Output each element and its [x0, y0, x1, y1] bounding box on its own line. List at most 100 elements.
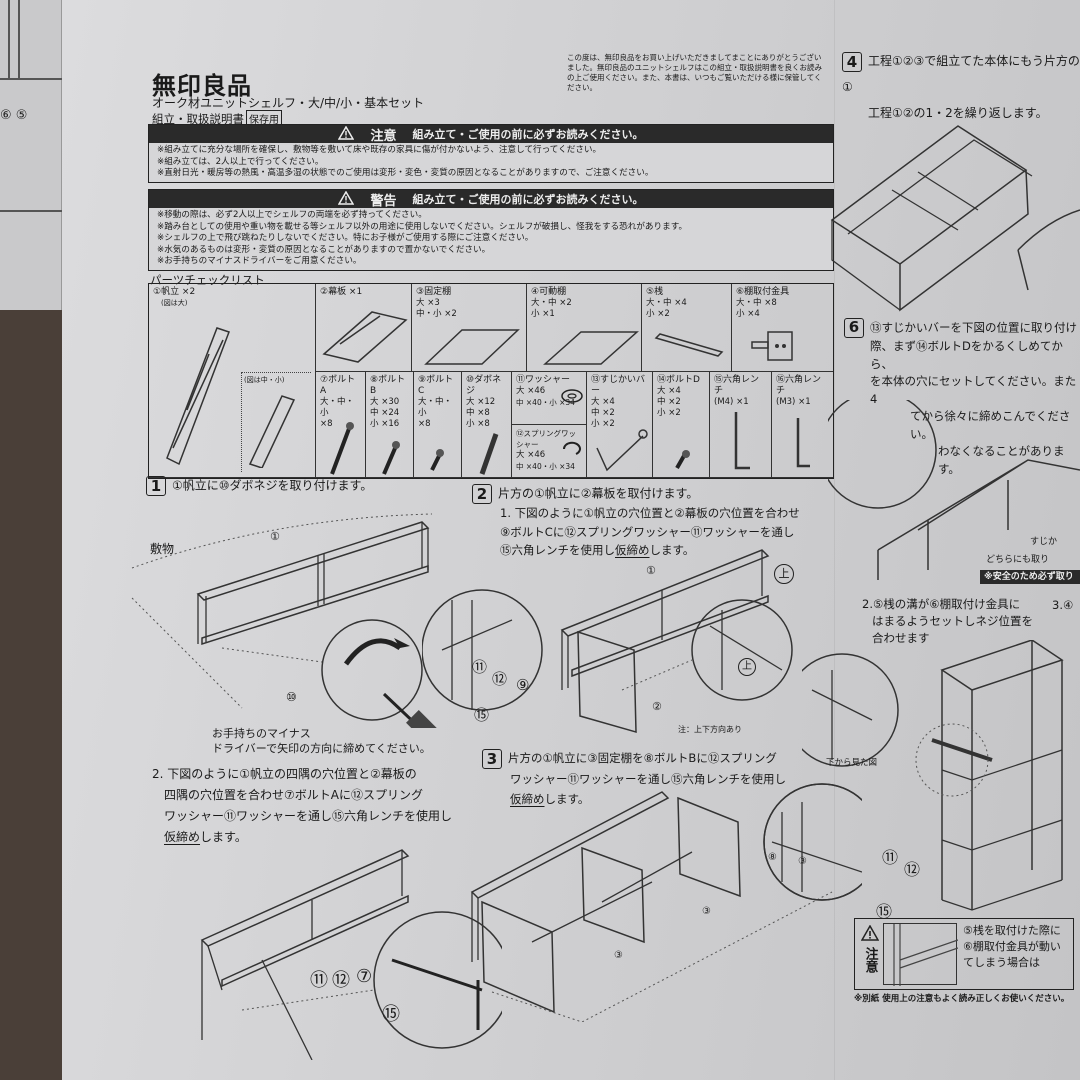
step-1-sub-2-drawing — [200, 849, 502, 1060]
part-panel: ②幕板 ×1 — [316, 284, 412, 372]
driver-note: お手持ちのマイナス ドライバーで矢印の方向に締めてください。 — [212, 726, 431, 756]
part-callouts: ⑥ ⑤ — [0, 108, 27, 123]
step-line: を本体の穴にセットしてください。また4 — [870, 374, 1077, 406]
brand-logo: 無印良品 — [152, 72, 252, 100]
step-line: 際、まず⑭ボルトDをかるくしめてから、 — [870, 339, 1063, 371]
shelf-unit-drawing — [802, 640, 1064, 911]
step-number: 2 — [472, 484, 492, 504]
alt-size-inset: (図は中・小) — [241, 372, 311, 472]
step-1-sub-2: 2. 下図のように①帆立の四隅の穴位置と②幕板の 四隅の穴位置を合わせ⑦ボルトA… — [152, 764, 452, 848]
part-name: ②幕板 ×1 — [320, 287, 363, 297]
caution-item: ※組み立てに充分な場所を確保し、敷物等を敷いて床や既存の家具に傷が付かないよう、… — [157, 145, 602, 155]
brace-side-note: すじか — [1030, 537, 1058, 547]
part-panel: ⑩ダボネジ 大 ×12 中 ×8 小 ×8 — [462, 372, 512, 478]
step-line: ⑨ボルトCに⑫スプリングワッシャー⑪ワッシャーを通し — [500, 524, 795, 539]
notice-box: 注意 ⑤桟を取付けた際に ⑥棚取付金具が動い てしまう場合は — [854, 918, 1074, 990]
caution-block: 注意 組み立て・ご使用の前に必ずお読みください。 ※組み立てに充分な場所を確保し… — [148, 124, 834, 183]
callout-1: ① — [270, 530, 280, 543]
product-title: オーク材ユニットシェルフ・大/中/小・基本セット — [152, 96, 425, 110]
step-line: 2.⑤桟の溝が⑥棚取付け金具に — [862, 597, 1021, 611]
part-qty: 中 ×40・小 ×34 — [516, 462, 575, 471]
step-number: 6 — [844, 318, 864, 338]
step-line: 四隅の穴位置を合わせ⑦ボルトAに⑫スプリング — [164, 788, 423, 802]
callout-1: ① — [646, 564, 656, 577]
part-qty: 大・中・小 — [418, 397, 453, 418]
part-qty: 大・中 ×8 — [736, 298, 777, 308]
intro-text: この度は、無印良品をお買い上げいただきましてまことにありがとうございました。無印… — [567, 53, 822, 92]
step-line: ⑮六角レンチを使用し仮締めします。 — [500, 541, 800, 560]
notice-illustration — [883, 923, 959, 986]
part-qty: 大・中・小 — [320, 397, 355, 418]
step-line-tail: します。 — [649, 543, 695, 557]
part-qty: 大 ×30 — [370, 397, 400, 407]
warning-block: 警告 組み立て・ご使用の前に必ずお読みください。 ※移動の際は、必ず2人以上でシ… — [148, 189, 834, 271]
step-text: 片方の①帆立に③固定棚を⑧ボルトBに⑫スプリング — [508, 751, 777, 765]
part-qty: 大 ×46 — [516, 450, 546, 460]
part-qty: 大 ×4 — [657, 386, 681, 396]
warning-body: ※移動の際は、必ず2人以上でシェルフの両端を必ず持ってください。 ※踏み台として… — [149, 208, 833, 270]
part-name: ⑥棚取付金具 — [736, 287, 790, 297]
notice-line: ⑤桟を取付けた際に — [963, 924, 1061, 937]
drawing-line — [0, 210, 62, 212]
step-line: ワッシャー⑪ワッシャーを通し⑮六角レンチを使用し — [510, 771, 786, 786]
part-name: ⑯六角レンチ — [776, 375, 822, 396]
part-qty: (M4) ×1 — [714, 397, 749, 407]
part-name: ⑪ワッシャー — [516, 375, 571, 385]
step-line-head: ⑮六角レンチを使用し — [500, 543, 615, 557]
part-name: ④可動棚 — [531, 287, 567, 297]
bolt-a-icon — [330, 422, 354, 475]
hex-wrench-m3-icon — [796, 418, 810, 468]
step-4-drawing — [830, 125, 1080, 312]
part-panel: ⑧ボルトB 大 ×30 中 ×24 小 ×16 — [366, 372, 414, 478]
bolt-b-icon — [382, 441, 400, 475]
step-1-drawing — [131, 513, 440, 728]
manual-title-text: 組立・取扱説明書 — [152, 112, 244, 126]
step-6-sub-3: 3.④ — [1052, 598, 1074, 612]
safety-banner: ※安全のため必ず取り — [980, 570, 1080, 584]
caution-item: ※組み立ては、2人以上で行ってください。 — [157, 156, 324, 167]
page-fold — [834, 0, 835, 1080]
part-qty: ×8 — [418, 419, 431, 429]
callout-3: ③ — [614, 950, 623, 961]
part-name: ⑩ダボネジ — [466, 375, 502, 396]
fixed-shelf-icon — [424, 329, 520, 365]
hex-wrench-m4-icon — [734, 412, 750, 470]
part-panel: ③固定棚 大 ×3 中・小 ×2 — [412, 284, 527, 372]
instruction-sheet: 無印良品 オーク材ユニットシェルフ・大/中/小・基本セット 組立・取扱説明書保存… — [62, 0, 1080, 1080]
part-panel: ⑥棚取付金具 大・中 ×8 小 ×4 — [732, 284, 833, 372]
callout-12: ⑫ — [492, 670, 508, 688]
callout-12: ⑫ — [332, 970, 350, 991]
part-panel: ⑬すじかいバー 大 ×4 中 ×2 小 ×2 — [587, 372, 653, 478]
part-name: ③固定棚 — [416, 287, 452, 297]
step-line-tail: します。 — [200, 830, 247, 844]
step-line: 仮締めします。 — [482, 789, 786, 809]
warning-subtitle: 組み立て・ご使用の前に必ずお読みください。 — [412, 193, 644, 206]
shelf-bracket-icon — [751, 331, 793, 361]
caution-item: ※直射日光・暖房等の熱風・高温多湿の状態でのご使用は変形・変色・変質の原因となる… — [157, 168, 654, 178]
part-name: ①帆立 ×2 — [153, 287, 196, 297]
callout-3: ③ — [702, 906, 711, 917]
part-qty: (M3) ×1 — [776, 397, 811, 407]
part-qty: 小 ×8 — [466, 419, 490, 429]
step-line: ワッシャー⑪ワッシャーを通し⑮六角レンチを使用し — [164, 809, 453, 823]
spring-washer-icon — [562, 441, 581, 455]
rail-bracket-icon — [893, 924, 959, 986]
callout-15: ⑮ — [876, 902, 893, 921]
part-qty: ×8 — [320, 419, 333, 429]
drawing-line — [8, 0, 10, 80]
part-qty: 大・中 ×4 — [646, 298, 687, 308]
step-2-drawing — [422, 549, 793, 734]
callout-7: ⑦ — [356, 966, 373, 987]
drawing-line — [0, 78, 62, 80]
view-from-below-label: 下から見た図 — [826, 758, 878, 768]
part-qty: 小 ×4 — [736, 309, 760, 319]
notice-text: ⑤桟を取付けた際に ⑥棚取付金具が動い てしまう場合は — [963, 923, 1061, 971]
driver-note-line: ドライバーで矢印の方向に締めてください。 — [212, 742, 431, 755]
up-direction-mark: 上 — [774, 564, 794, 584]
warning-item: ※移動の際は、必ず2人以上でシェルフの両端を必ず持ってください。 — [157, 210, 427, 220]
